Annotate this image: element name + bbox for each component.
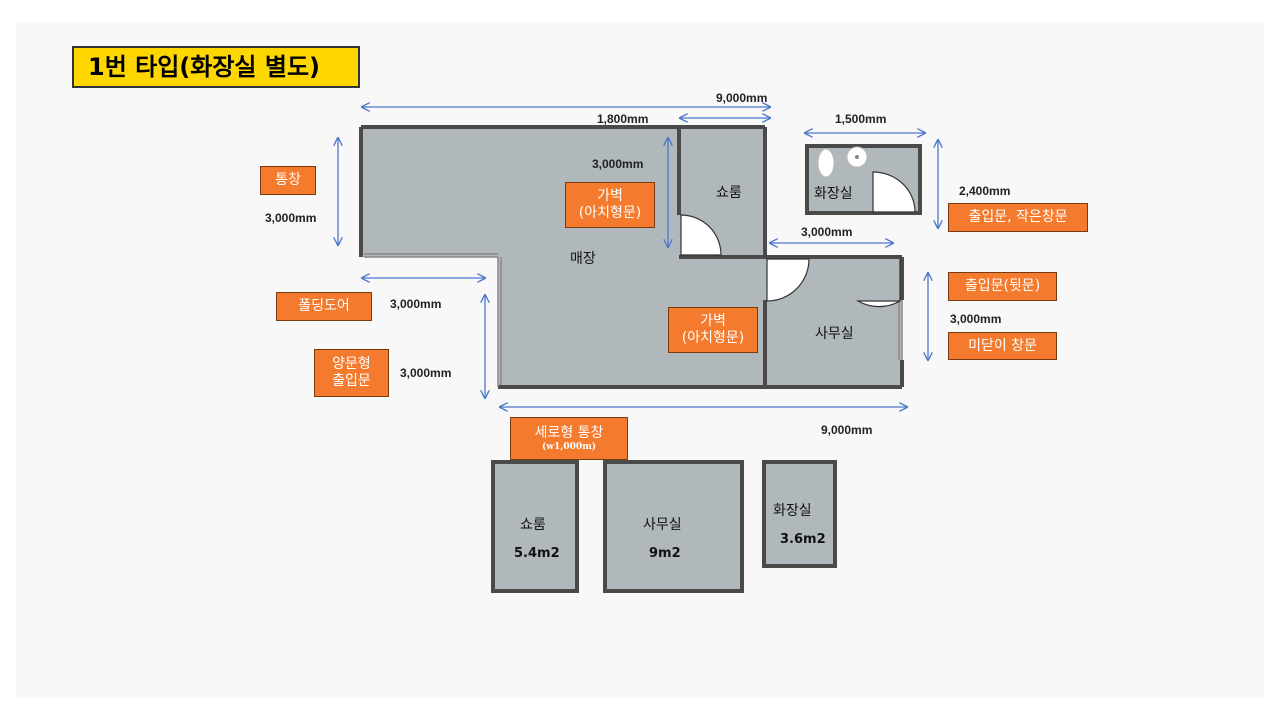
dim-bottom-total: 9,000mm (821, 423, 873, 437)
label-double-door: 양문형 출입문 (314, 349, 389, 397)
dim-showroom-height: 3,000mm (592, 157, 644, 171)
dim-restroom-height: 2,400mm (959, 184, 1011, 198)
glass-lines (364, 253, 903, 387)
area-box-showroom (491, 460, 579, 593)
restroom-door-swing (872, 171, 916, 213)
dim-window-height: 3,000mm (265, 211, 317, 225)
room-store: 매장 (570, 251, 596, 267)
label-window: 통창 (260, 166, 316, 195)
dim-folding-width: 3,000mm (390, 297, 442, 311)
dim-office-width: 3,000mm (801, 225, 853, 239)
area-box-office (603, 460, 744, 593)
dim-top-showroom: 1,800mm (597, 112, 649, 126)
area-showroom-name: 쇼룸 (520, 517, 546, 533)
label-entrance-small-window: 출입문, 작은창문 (948, 203, 1088, 232)
area-box-restroom (762, 460, 837, 568)
label-sliding-window: 미닫이 창문 (948, 332, 1057, 360)
area-office-name: 사무실 (643, 517, 682, 533)
dim-restroom-width: 1,500mm (835, 112, 887, 126)
door-swings (680, 214, 901, 308)
area-restroom-value: 3.6m2 (780, 532, 826, 547)
dim-door-height: 3,000mm (400, 366, 452, 380)
area-restroom-name: 화장실 (773, 503, 812, 519)
label-folding-door: 폴딩도어 (276, 292, 372, 321)
toilet-icon (817, 148, 835, 178)
room-showroom: 쇼룸 (716, 185, 742, 201)
label-back-door: 출입문(뒷문) (948, 272, 1057, 301)
room-office: 사무실 (815, 326, 854, 342)
dim-office-height: 3,000mm (950, 312, 1002, 326)
area-office-value: 9m2 (649, 546, 681, 561)
label-partition-2: 가벽 (아치형문) (668, 307, 758, 353)
dim-top-total: 9,000mm (716, 91, 768, 105)
room-restroom: 화장실 (814, 186, 853, 202)
label-vertical-window: 세로형 통창 (w1,000m) (510, 417, 628, 460)
area-showroom-value: 5.4m2 (514, 546, 560, 561)
dimension-arrows (338, 107, 938, 407)
page-title: 1번 타입(화장실 별도) (72, 46, 360, 88)
label-partition-1: 가벽 (아치형문) (565, 182, 655, 228)
walls (359, 125, 904, 389)
